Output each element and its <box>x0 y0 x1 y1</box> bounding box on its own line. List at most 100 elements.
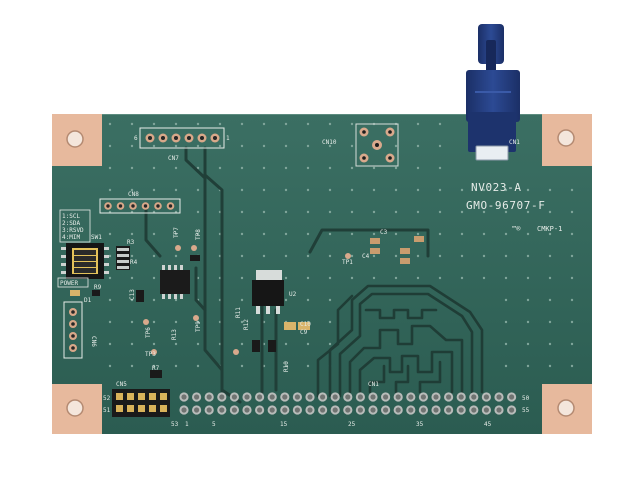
via <box>284 298 288 302</box>
header-pin <box>469 405 479 415</box>
via <box>372 276 376 280</box>
header-pin <box>149 405 156 412</box>
via <box>152 320 156 324</box>
cn1-pin-25: 25 <box>348 421 356 428</box>
board-id-line-2: GMO-96707-F <box>466 199 545 212</box>
via <box>570 254 574 258</box>
header-pin <box>393 405 403 415</box>
via <box>570 298 574 302</box>
via <box>328 122 332 126</box>
via <box>174 320 178 324</box>
via <box>108 144 112 148</box>
via <box>416 276 420 280</box>
via <box>306 144 310 148</box>
via <box>482 276 486 280</box>
header-pin <box>343 392 353 402</box>
via <box>284 144 288 148</box>
fakra-connector <box>466 24 520 161</box>
via <box>350 276 354 280</box>
header-pin <box>204 405 214 415</box>
via <box>130 188 134 192</box>
via <box>262 210 266 214</box>
resistor-array <box>116 246 130 270</box>
header-pin <box>154 202 162 210</box>
via <box>416 232 420 236</box>
via <box>152 276 156 280</box>
via <box>108 276 112 280</box>
via <box>438 210 442 214</box>
header-pin <box>69 332 77 340</box>
via <box>504 232 508 236</box>
via <box>306 166 310 170</box>
header-pin <box>406 392 416 402</box>
label-tp8: TP8 <box>195 229 202 240</box>
header-pin <box>204 392 214 402</box>
via <box>328 188 332 192</box>
via <box>108 342 112 346</box>
header-pin <box>116 405 123 412</box>
header-pin <box>292 405 302 415</box>
header-pin <box>116 202 125 210</box>
via <box>570 342 574 346</box>
pcb-board <box>52 114 592 434</box>
via <box>526 188 530 192</box>
label-tp1: TP1 <box>342 259 353 266</box>
header-pin <box>318 392 328 402</box>
header-pin <box>418 405 428 415</box>
via <box>504 342 508 346</box>
cn1-pin-50: 50 <box>522 395 530 402</box>
header-pin <box>255 405 265 415</box>
cn7-pin-1: 1 <box>226 135 230 142</box>
via <box>328 254 332 258</box>
via <box>526 364 530 368</box>
via <box>306 232 310 236</box>
label-sw1: SW1 <box>91 234 102 241</box>
via <box>262 188 266 192</box>
cn5-pin-52: 52 <box>103 395 111 402</box>
cn1-pin-1: 1 <box>185 421 189 428</box>
cn7-pin-6: 6 <box>134 135 138 142</box>
switch-legend-2: 2:SDA <box>62 220 80 227</box>
label-tp3: TP3 <box>145 351 156 358</box>
via <box>570 320 574 324</box>
cn5-pin-53: 53 <box>171 421 179 428</box>
via <box>526 232 530 236</box>
cn1-pin-45: 45 <box>484 421 492 428</box>
via <box>350 144 354 148</box>
header-pin <box>368 392 378 402</box>
via <box>394 188 398 192</box>
via <box>306 342 310 346</box>
via <box>130 276 134 280</box>
via <box>438 122 442 126</box>
header-pin <box>197 133 207 143</box>
via <box>174 342 178 346</box>
via <box>108 364 112 368</box>
via <box>328 166 332 170</box>
via <box>174 144 178 148</box>
header-pin <box>129 202 137 210</box>
via <box>548 276 552 280</box>
header-pin <box>481 392 491 402</box>
header-pin <box>217 392 227 402</box>
header-pin <box>469 392 479 402</box>
regulator-u2 <box>252 270 284 314</box>
header-pin <box>406 405 416 415</box>
via <box>570 232 574 236</box>
via <box>130 320 134 324</box>
header-pin <box>330 405 340 415</box>
header-pin <box>141 202 150 210</box>
header-pin <box>255 392 265 402</box>
via <box>328 210 332 214</box>
smd-components <box>70 236 424 378</box>
via <box>108 122 112 126</box>
via <box>438 166 442 170</box>
cert-mark: CMKP-1 <box>537 225 562 233</box>
via <box>570 276 574 280</box>
label-cn5: CN5 <box>116 381 127 388</box>
via <box>152 342 156 346</box>
traces <box>144 146 430 404</box>
via <box>174 122 178 126</box>
cn1-pin-5: 5 <box>212 421 216 428</box>
via <box>152 166 156 170</box>
via <box>306 298 310 302</box>
